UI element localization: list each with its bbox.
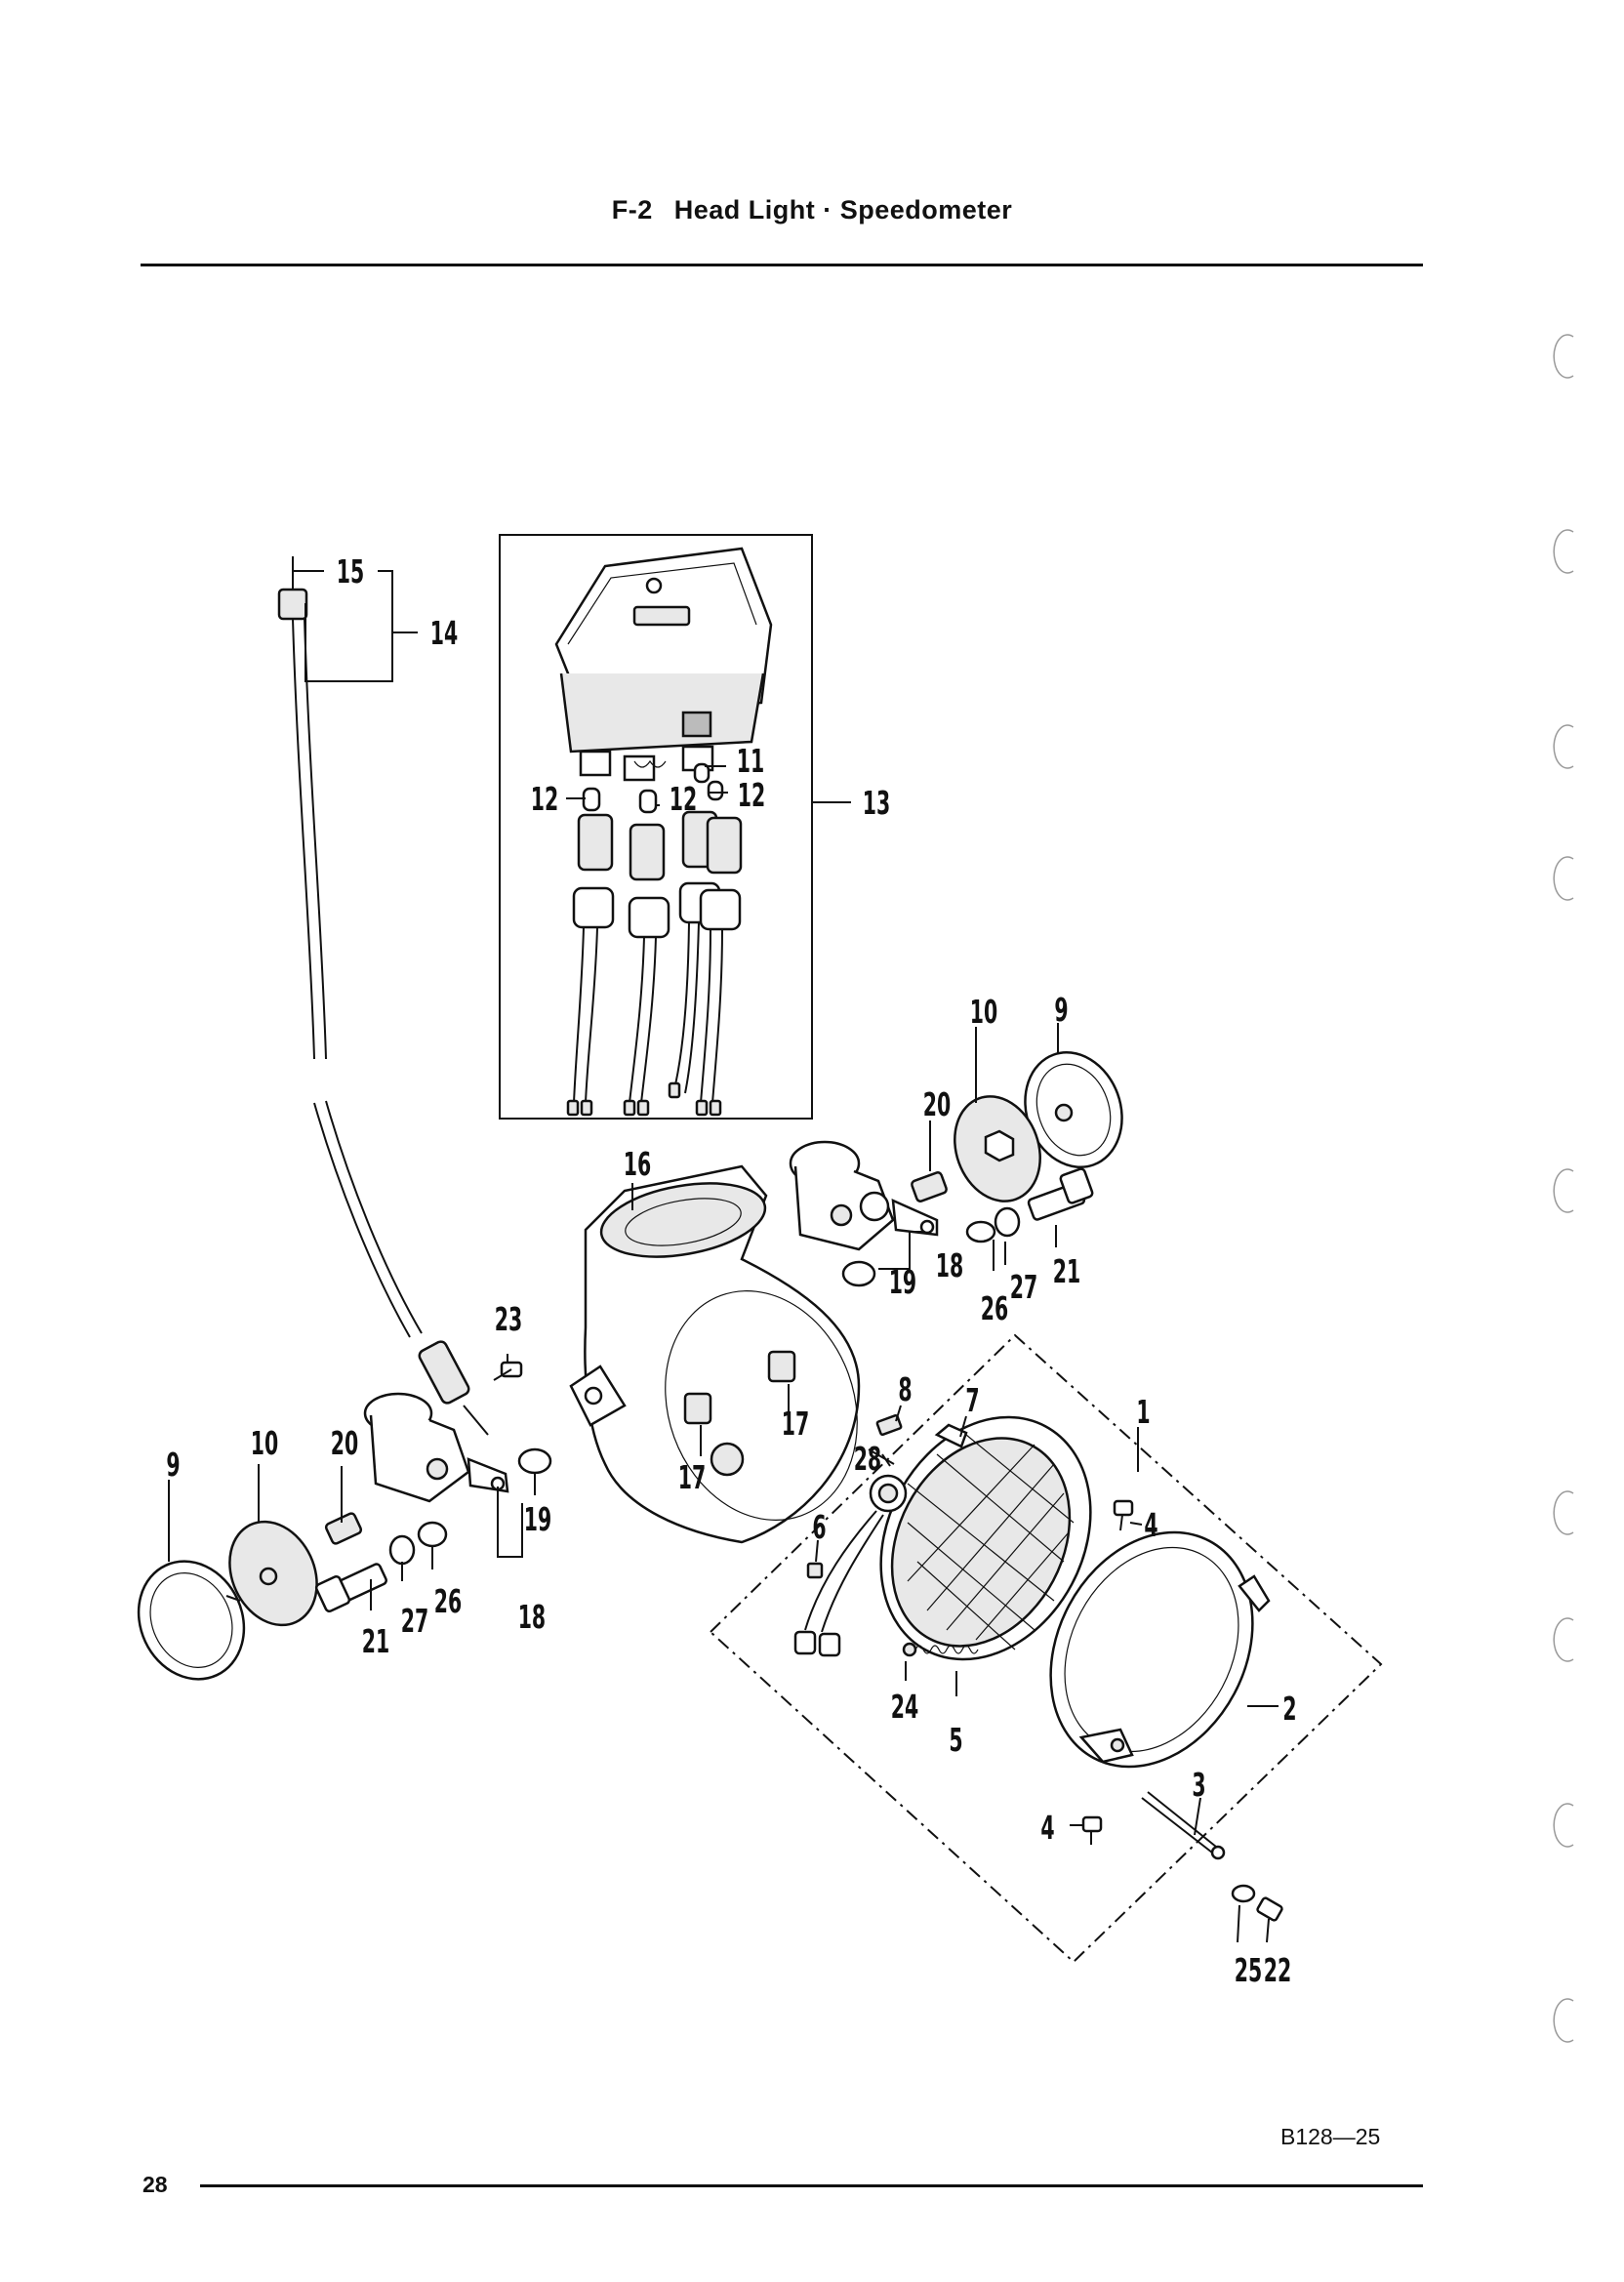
part-label: 20 xyxy=(923,1087,951,1123)
headlight-inset-box xyxy=(709,1333,1383,1964)
binder-punch-holes xyxy=(1553,334,1574,2043)
part-label: 26 xyxy=(981,1291,1008,1327)
part-label: 1 xyxy=(1136,1395,1150,1431)
part-label: 27 xyxy=(1010,1270,1037,1306)
part-label: 8 xyxy=(898,1372,912,1408)
part-label: 17 xyxy=(782,1406,809,1443)
headlight-rim xyxy=(1049,1530,1271,1769)
speedometer-cable xyxy=(277,556,489,1436)
bulb-sockets-and-wires xyxy=(566,762,743,1117)
part-number-labels: 1 2 3 4 4 5 6 7 8 9 9 10 10 11 12 12 12 … xyxy=(166,554,1296,1989)
part-label: 23 xyxy=(495,1302,522,1338)
speedometer-inset-box xyxy=(499,534,813,1120)
part-label: 21 xyxy=(362,1624,389,1660)
part-label: 12 xyxy=(670,782,697,818)
section-title: Head Light · Speedometer xyxy=(673,195,1013,224)
part-label: 13 xyxy=(863,786,890,822)
part-label: 15 xyxy=(337,554,364,591)
part-label: 17 xyxy=(678,1460,706,1496)
part-label: 5 xyxy=(949,1723,962,1759)
figure-code: B128—25 xyxy=(1280,2124,1381,2149)
screws-and-washers xyxy=(1081,1499,1283,1922)
part-label: 11 xyxy=(737,744,764,780)
part-label: 20 xyxy=(331,1426,358,1462)
part-label: 9 xyxy=(166,1447,180,1484)
part-label: 18 xyxy=(936,1248,963,1284)
part-label: 9 xyxy=(1054,993,1068,1029)
page-number: 28 xyxy=(142,2172,168,2197)
left-mounting-bracket xyxy=(363,1392,509,1503)
part-label: 7 xyxy=(965,1383,979,1419)
part-label: 2 xyxy=(1282,1691,1296,1728)
part-label: 4 xyxy=(1144,1508,1157,1544)
part-label: 12 xyxy=(738,778,765,814)
page-title: F-2 Head Light · Speedometer xyxy=(0,195,1624,225)
part-label: 28 xyxy=(854,1442,881,1478)
left-signal-parts xyxy=(137,1447,552,1681)
part-label: 25 xyxy=(1235,1953,1262,1989)
part-label: 16 xyxy=(624,1147,651,1183)
part-label: 26 xyxy=(434,1584,462,1620)
part-label: 19 xyxy=(889,1265,916,1301)
part-label: 24 xyxy=(891,1690,918,1726)
part-label: 3 xyxy=(1192,1768,1205,1804)
screw-23 xyxy=(493,1361,523,1381)
part-label: 18 xyxy=(518,1600,546,1636)
part-label: 12 xyxy=(531,782,558,818)
headlight-case xyxy=(569,1164,861,1544)
right-mounting-bracket xyxy=(789,1140,939,1251)
speedometer-meter xyxy=(554,547,773,782)
part-label: 6 xyxy=(812,1510,826,1546)
part-label: 21 xyxy=(1053,1254,1080,1290)
header-rule xyxy=(141,264,1423,266)
part-label: 19 xyxy=(524,1502,551,1538)
part-label: 27 xyxy=(401,1604,428,1640)
right-signal-parts xyxy=(841,1051,1123,1287)
footer-rule xyxy=(200,2184,1423,2187)
headlight-unit xyxy=(793,1413,1092,1661)
part-label: 10 xyxy=(970,995,997,1031)
part-label: 4 xyxy=(1040,1811,1054,1847)
part-label: 14 xyxy=(430,616,458,652)
part-label: 10 xyxy=(251,1426,278,1462)
part-label: 22 xyxy=(1264,1953,1291,1989)
section-code: F-2 xyxy=(611,195,653,224)
leader-lines xyxy=(168,570,1279,1943)
